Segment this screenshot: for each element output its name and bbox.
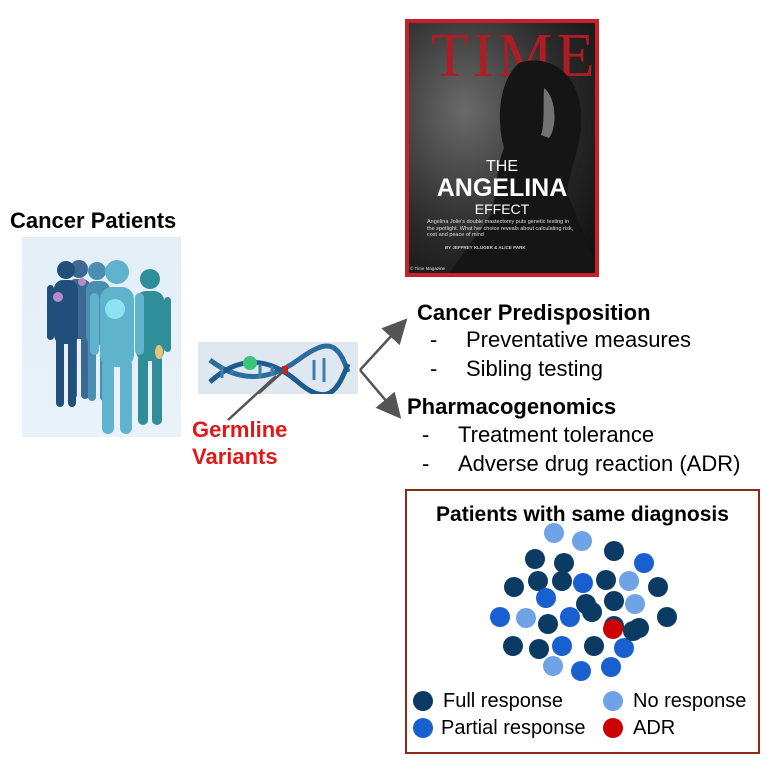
no-response-swatch	[603, 691, 623, 711]
patient-dot	[560, 607, 580, 627]
full-response-swatch	[413, 691, 433, 711]
legend-item-full-response: Full response	[413, 689, 563, 713]
patient-dot	[634, 553, 654, 573]
patient-dot	[614, 638, 634, 658]
human-figures-icon	[47, 260, 171, 434]
legend-item-adr: ADR	[603, 716, 675, 740]
patient-dot	[543, 656, 563, 676]
patient-dot	[657, 607, 677, 627]
patient-dot	[625, 594, 645, 614]
patient-dot	[596, 570, 616, 590]
patient-dot	[516, 608, 536, 628]
cancer-patients-title: Cancer Patients	[10, 208, 177, 233]
diagnosis-box-title: Patients with same diagnosis	[436, 503, 729, 526]
patient-dot	[648, 577, 668, 597]
germline-variants-label: Germline Variants	[192, 417, 288, 469]
patient-dot	[503, 636, 523, 656]
patient-dot	[604, 591, 624, 611]
cancer-predisposition-title: Cancer Predisposition	[417, 300, 651, 325]
magazine-headline-the: THE	[486, 158, 518, 175]
cancer-patients-illustration	[22, 237, 181, 437]
germline-pointer-line	[227, 375, 277, 421]
pharmaco-item: -Adverse drug reaction (ADR)	[422, 451, 741, 476]
patient-dot	[536, 588, 556, 608]
patient-dot	[623, 621, 643, 641]
magazine-headline-effect: EFFECT	[474, 201, 530, 217]
arrow-to-predisposition	[359, 318, 408, 371]
patient-dot	[552, 636, 572, 656]
magazine-byline: BY JEFFREY KLUGER & ALICE PARK	[445, 245, 526, 250]
patient-dot	[603, 619, 623, 639]
magazine-credit: © Time Magazine	[410, 266, 446, 271]
patient-dot	[528, 571, 548, 591]
portrait-silhouette	[449, 60, 595, 273]
magazine-blurb: Angelina Jolie's double mastectomy puts …	[427, 219, 574, 238]
patient-dot	[554, 553, 574, 573]
patient-dot	[572, 531, 592, 551]
patient-dot	[529, 639, 549, 659]
patient-dot	[544, 523, 564, 543]
patient-dot	[504, 577, 524, 597]
arrow-to-pharmacogenomics	[359, 369, 402, 419]
legend-item-no-response: No response	[603, 689, 746, 713]
predisposition-item: -Preventative measures	[430, 327, 691, 352]
patient-dot	[525, 549, 545, 569]
patient-dot	[619, 571, 639, 591]
patient-dot	[601, 657, 621, 677]
patient-dot	[573, 573, 593, 593]
patient-dot-cluster	[490, 523, 677, 681]
magazine-headline-main: ANGELINA	[436, 174, 568, 202]
patient-dot	[538, 614, 558, 634]
patients-same-diagnosis-box: Patients with same diagnosis Full respon…	[405, 489, 760, 754]
patient-dot	[490, 607, 510, 627]
legend-item-partial-response: Partial response	[413, 716, 586, 740]
patient-dot	[604, 541, 624, 561]
dna-illustration	[198, 342, 358, 418]
pharmacogenomics-title: Pharmacogenomics	[407, 394, 617, 419]
predisposition-item: -Sibling testing	[430, 356, 603, 381]
patient-dot	[571, 661, 591, 681]
time-magazine-cover: TIME THE ANGELINA EFFECT Angelina Jolie'…	[405, 19, 599, 277]
pharmaco-item: -Treatment tolerance	[422, 422, 655, 447]
partial-response-swatch	[413, 718, 433, 738]
patient-dot	[552, 571, 572, 591]
patient-dot	[584, 636, 604, 656]
patient-dot	[582, 602, 602, 622]
adr-swatch	[603, 718, 623, 738]
